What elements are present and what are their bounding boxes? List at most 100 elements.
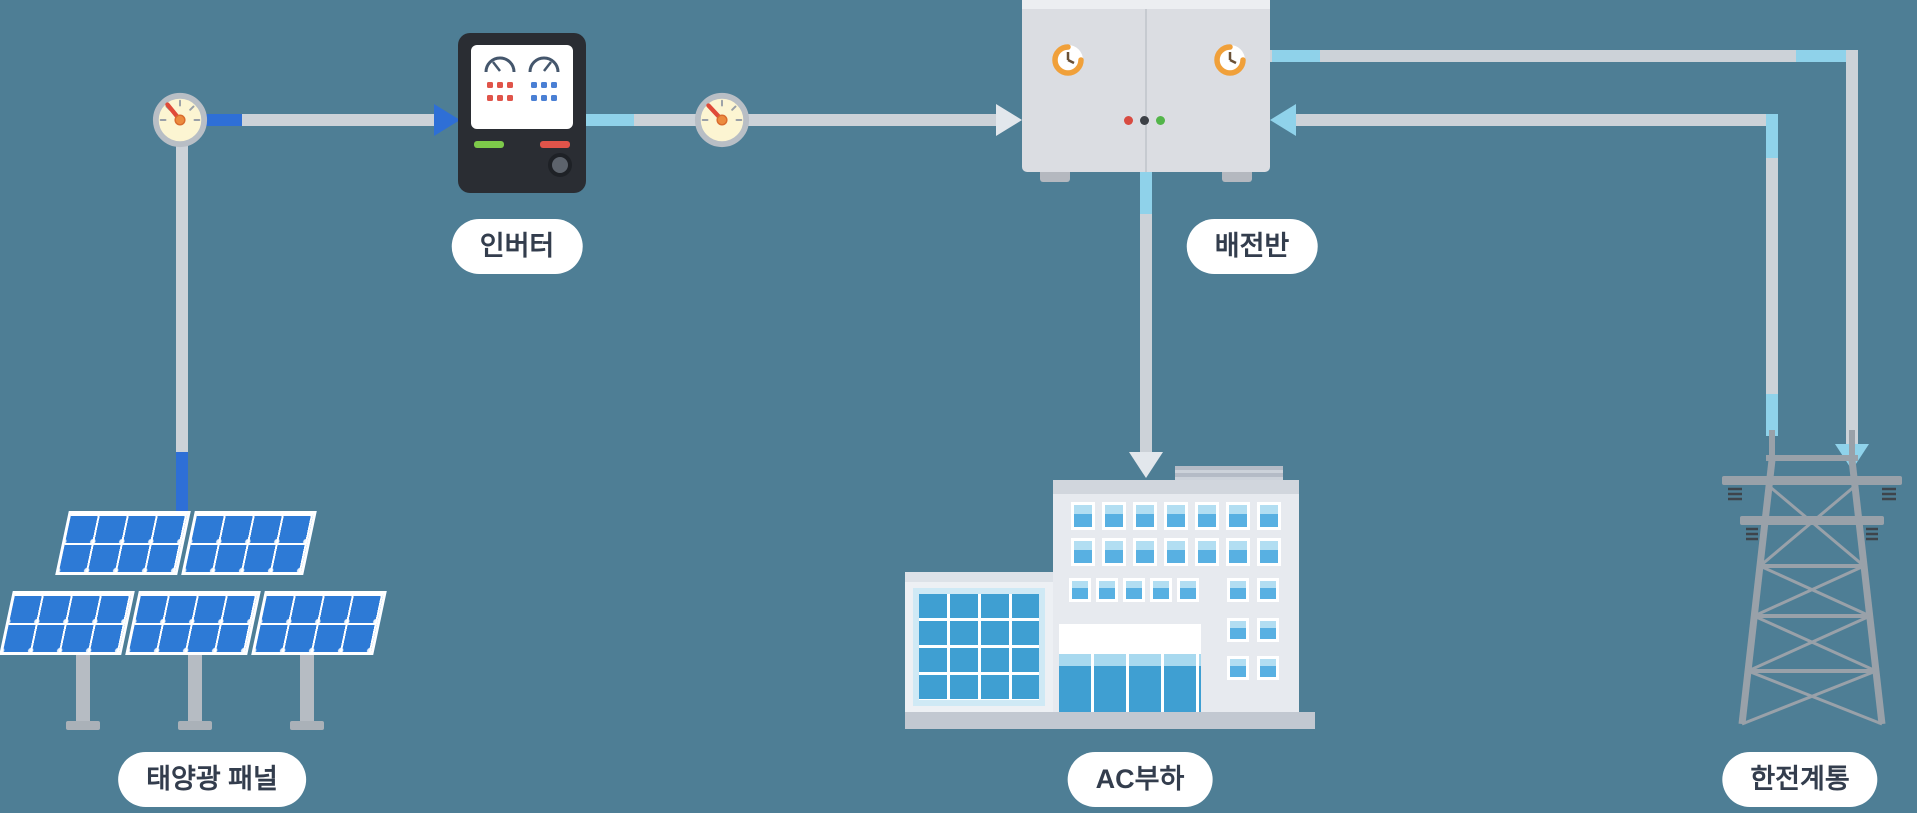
building-window <box>1257 618 1279 642</box>
pv-power-meter-icon <box>152 92 208 148</box>
inverter-knob <box>548 153 572 177</box>
round-orange-dial-icon <box>1052 44 1084 76</box>
wire-board-to-building <box>1140 172 1152 454</box>
wire-ac-segment-corner <box>1796 50 1846 62</box>
label-utility-grid-text: 한전계통 <box>1750 764 1850 794</box>
building-window <box>1226 538 1250 566</box>
board-right-foot <box>1222 172 1252 182</box>
building-window <box>1133 538 1157 566</box>
building-window <box>1150 578 1172 602</box>
solar-panel <box>251 591 387 655</box>
building-window <box>1195 538 1219 566</box>
tower-insulators <box>1728 487 1896 541</box>
flow-arrow-into-inverter <box>434 104 460 136</box>
label-inverter-text: 인버터 <box>479 231 555 261</box>
building-window <box>1164 502 1188 530</box>
tower-lower-crossarm <box>1740 516 1884 525</box>
building-window <box>1177 578 1199 602</box>
label-distribution-board-text: 배전반 <box>1214 231 1290 261</box>
building-window <box>1227 618 1249 642</box>
wire-ac-segment-inverter-out <box>586 114 634 126</box>
building-window <box>1102 502 1126 530</box>
board-top-lid <box>1022 0 1270 9</box>
building-window <box>1133 502 1157 530</box>
inverter-display-gauges-icon <box>471 53 573 75</box>
label-solar-panel: 태양광 패널 <box>118 752 306 807</box>
label-distribution-board: 배전반 <box>1186 219 1318 274</box>
building-window <box>1071 538 1095 566</box>
wire-dc-blue-segment <box>206 114 242 126</box>
building-window <box>1123 578 1145 602</box>
building-window <box>1257 502 1281 530</box>
wire-board-to-grid-horizontal <box>1270 50 1858 62</box>
wire-board-to-grid-vertical <box>1846 50 1858 446</box>
building-window <box>1096 578 1118 602</box>
solar-leg <box>76 653 90 725</box>
solar-leg <box>188 653 202 725</box>
mini-gauge-icon <box>528 56 560 73</box>
inverter-status-dots-row <box>471 95 573 101</box>
flow-arrow-into-building <box>1129 452 1163 478</box>
wire-ac-segment-board-down <box>1140 172 1152 214</box>
building-window <box>1195 502 1219 530</box>
building-entrance-doors <box>1059 654 1201 712</box>
board-dark-indicator <box>1140 116 1149 125</box>
round-orange-dial-icon <box>1214 44 1246 76</box>
inverter-status-dots-row <box>471 82 573 88</box>
building-window <box>1071 502 1095 530</box>
wire-grid-to-board-vertical <box>1766 114 1778 436</box>
solar-panel <box>0 591 135 655</box>
building-window <box>1257 538 1281 566</box>
output-power-meter-icon <box>694 92 750 148</box>
label-inverter: 인버터 <box>451 219 583 274</box>
building-base <box>905 712 1315 729</box>
wire-inverter-to-board <box>586 114 998 126</box>
building-curtain-wall <box>913 588 1045 706</box>
board-door-divider <box>1145 9 1147 172</box>
building-window <box>1102 538 1126 566</box>
flow-arrow-into-board <box>996 104 1022 136</box>
solar-leg <box>300 653 314 725</box>
wire-solar-dc-blue-segment <box>176 452 188 512</box>
solar-panel <box>55 511 191 575</box>
solar-panel-array <box>0 505 392 733</box>
building-window <box>1257 656 1279 680</box>
wire-ac-segment-grid-top <box>1766 114 1778 158</box>
solar-foot <box>290 721 324 730</box>
wire-grid-to-board-horizontal <box>1294 114 1778 126</box>
office-building <box>905 466 1315 729</box>
inverter-screen <box>471 45 573 129</box>
building-entrance-sign <box>1059 624 1201 654</box>
solar-foot <box>178 721 212 730</box>
wire-solar-to-meter <box>176 120 188 518</box>
label-solar-panel-text: 태양광 패널 <box>146 764 278 794</box>
building-window <box>1069 578 1091 602</box>
building-window <box>1227 578 1249 602</box>
label-ac-load-text: AC부하 <box>1095 764 1185 794</box>
inverter-device <box>458 33 586 193</box>
mini-gauge-icon <box>484 56 516 73</box>
wire-ac-segment-board-out <box>1272 50 1320 62</box>
building-roof-band <box>1053 480 1299 494</box>
solar-foot <box>66 721 100 730</box>
board-left-foot <box>1040 172 1070 182</box>
wire-ac-segment-grid-bottom <box>1766 394 1778 436</box>
solar-panel <box>181 511 317 575</box>
transmission-tower <box>1722 430 1902 726</box>
flow-arrow-grid-into-board <box>1270 104 1296 136</box>
label-ac-load: AC부하 <box>1067 752 1213 807</box>
building-window <box>1226 502 1250 530</box>
building-window <box>1164 538 1188 566</box>
solar-panel <box>125 591 261 655</box>
wire-meter-to-inverter <box>198 114 436 126</box>
inverter-red-indicator <box>540 141 570 148</box>
inverter-green-indicator <box>474 141 504 148</box>
label-utility-grid: 한전계통 <box>1722 752 1878 807</box>
board-red-indicator <box>1124 116 1133 125</box>
building-window <box>1257 578 1279 602</box>
distribution-board-cabinet <box>1022 0 1270 182</box>
building-annex-roof-band <box>905 572 1053 582</box>
board-green-indicator <box>1156 116 1165 125</box>
building-window <box>1227 656 1249 680</box>
